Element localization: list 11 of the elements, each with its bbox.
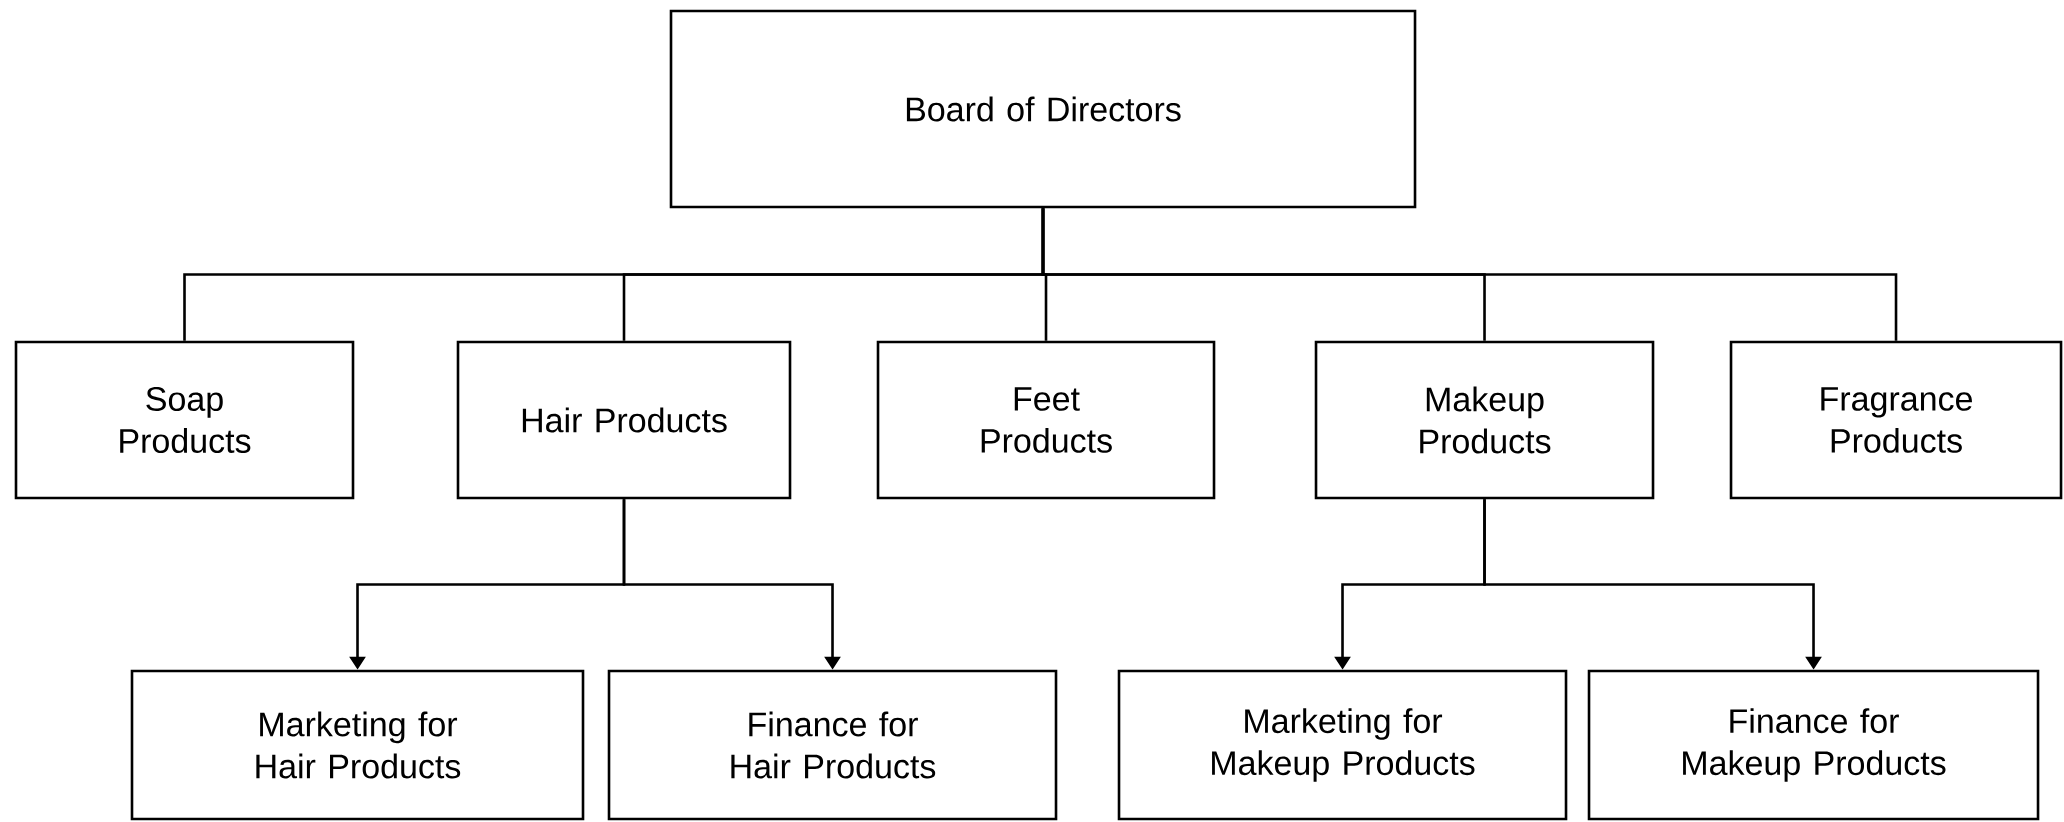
org-box: Finance for Hair Products <box>607 669 1058 821</box>
org-box: Feet Products <box>876 340 1216 500</box>
org-box: Hair Products <box>456 340 792 500</box>
org-box: Soap Products <box>14 340 355 500</box>
org-box: Finance for Makeup Products <box>1587 669 2040 821</box>
org-box: Marketing for Makeup Products <box>1117 669 1568 821</box>
connector <box>1041 208 1898 341</box>
org-box: Board of Directors <box>669 9 1417 209</box>
org-box: Makeup Products <box>1314 340 1655 500</box>
org-box: Fragrance Products <box>1729 340 2063 500</box>
org-box: Marketing for Hair Products <box>130 669 585 821</box>
